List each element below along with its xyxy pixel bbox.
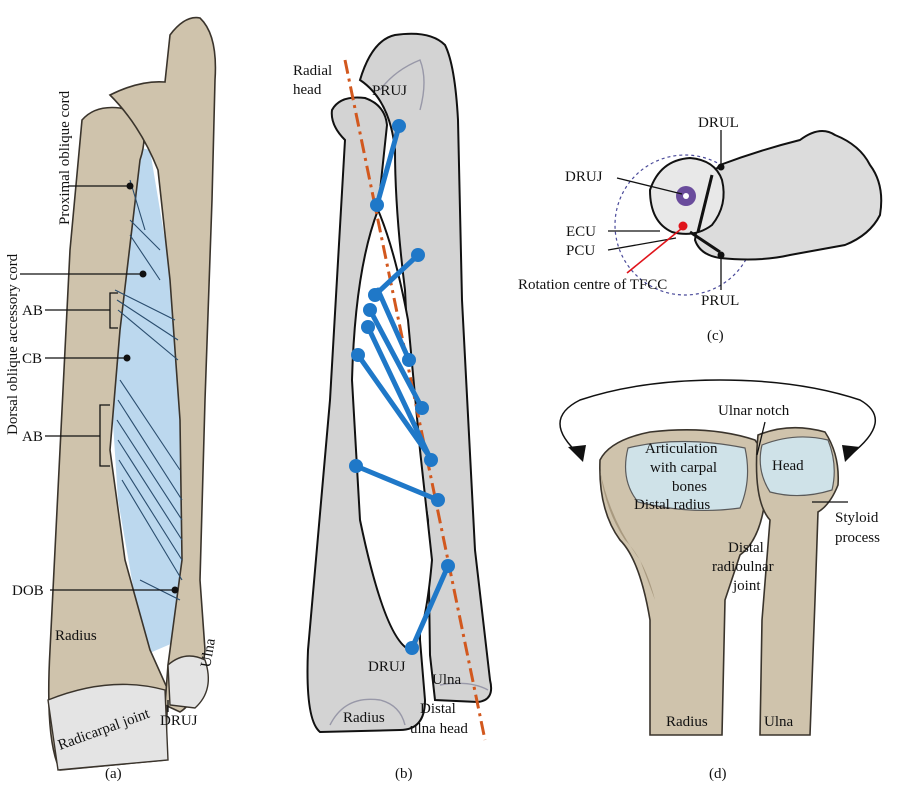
label-ulnar-notch: Ulnar notch <box>718 403 790 419</box>
cord-nodes-b <box>349 119 455 655</box>
radius-cross-section <box>693 130 883 261</box>
ulna-bone-b <box>358 32 493 704</box>
label-druj-a: DRUJ <box>160 713 198 729</box>
label-dorsal-oblique-accessory-cord: Dorsal oblique accessory cord <box>5 253 21 435</box>
caption-a: (a) <box>105 766 122 782</box>
radius-bone <box>47 106 169 771</box>
label-distal-radius: Distal radius <box>634 497 710 513</box>
rotation-centre-marker <box>678 221 688 231</box>
label-prul: PRUL <box>701 293 739 309</box>
panel-c: DRUL DRUJ ECU PCU Rotation centre of TFC… <box>518 115 883 344</box>
label-drul: DRUL <box>698 115 739 131</box>
label-distal-ulna-head-2: ulna head <box>410 721 468 737</box>
ulnar-notch-leader <box>756 421 766 456</box>
label-articulation-3: bones <box>672 479 707 495</box>
label-ulna-a: Ulna <box>198 637 219 669</box>
rotation-centre-leader <box>626 228 682 274</box>
label-druj-d-3: joint <box>732 578 761 594</box>
label-pruj: PRUJ <box>372 83 407 99</box>
label-radius-a: Radius <box>55 628 97 644</box>
label-radius-d: Radius <box>666 714 708 730</box>
interosseous-space-b <box>350 207 434 652</box>
label-styloid-2: process <box>835 530 880 546</box>
distal-ulna-bone <box>755 426 840 736</box>
label-pcu: PCU <box>566 243 595 259</box>
radiocarpal-joint-region <box>47 683 169 771</box>
ab-lower-bracket <box>99 404 110 467</box>
rotation-arrow-right <box>842 445 860 462</box>
label-radius-b: Radius <box>343 710 385 726</box>
tfcc-ligaments <box>689 174 721 254</box>
ulna-head-bone <box>167 655 209 709</box>
label-dob: DOB <box>12 583 44 599</box>
rotation-axis-b <box>343 59 487 741</box>
label-distal-ulna-head-1: Distal <box>420 701 456 717</box>
label-druj-c: DRUJ <box>565 169 603 185</box>
pcu-leader <box>607 237 677 251</box>
label-articulation-1: Articulation <box>645 441 718 457</box>
label-cb: CB <box>22 351 42 367</box>
panel-b: Radial head PRUJ DRUJ Ulna Radius Distal… <box>293 32 493 782</box>
label-head: Head <box>772 458 804 474</box>
prul-dot <box>717 251 725 259</box>
label-ab-lower: AB <box>22 429 43 445</box>
label-ecu: ECU <box>566 224 596 240</box>
label-proximal-oblique-cord: Proximal oblique cord <box>57 90 73 225</box>
distal-radius-outline <box>329 698 406 726</box>
label-rotation-centre: Rotation centre of TFCC <box>518 277 667 293</box>
label-radial-head-1: Radial <box>293 63 332 79</box>
carpal-articular-surface <box>625 440 749 512</box>
rotation-arc <box>559 379 876 456</box>
label-articulation-2: with carpal <box>650 460 717 476</box>
caption-d: (d) <box>709 766 727 782</box>
pruj-outline <box>379 59 425 111</box>
ulna-bone <box>108 16 217 713</box>
label-druj-d-1: Distal <box>728 540 764 556</box>
panel-a: Proximal oblique cord Dorsal oblique acc… <box>5 16 219 782</box>
ab-upper-bracket <box>109 292 118 329</box>
rotation-arrow-left <box>568 445 586 462</box>
label-ulna-b: Ulna <box>432 672 462 688</box>
druj-marker-core <box>683 193 689 199</box>
label-ab-upper: AB <box>22 303 43 319</box>
panel-d: Ulnar notch Articulation with carpal bon… <box>559 379 880 782</box>
druj-c-leader <box>616 177 683 195</box>
label-styloid-1: Styloid <box>835 510 879 526</box>
label-druj-d-2: radioulnar <box>712 559 774 575</box>
caption-b: (b) <box>395 766 413 782</box>
label-ulna-d: Ulna <box>764 714 794 730</box>
label-radial-head-2: head <box>293 82 322 98</box>
ulna-head-surface <box>759 436 835 497</box>
distal-ulna-outline <box>439 682 489 691</box>
interosseous-cords-b <box>353 123 451 651</box>
caption-c: (c) <box>707 328 724 344</box>
label-druj-b: DRUJ <box>368 659 406 675</box>
